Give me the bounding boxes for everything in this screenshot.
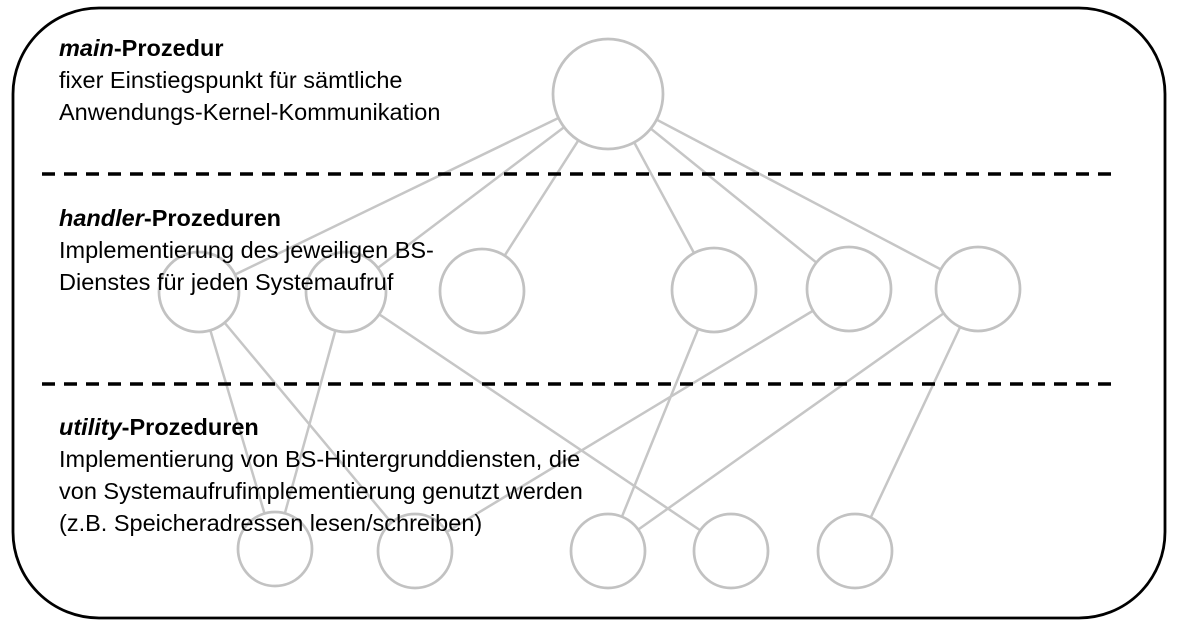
utility-procedure-node-u5 — [816, 512, 894, 590]
main-layer-title-rest: -Prozedur — [113, 35, 224, 61]
utility-layer-title-italic: utility — [59, 414, 122, 440]
main-layer-title: main-Prozedur — [59, 32, 440, 64]
call-edge-h5-u2 — [414, 287, 850, 553]
utility-procedure-node-u2 — [376, 512, 454, 590]
handler-layer-title-italic: handler — [59, 205, 144, 231]
handler-procedure-node-h5 — [805, 245, 893, 333]
call-edge-main-h1 — [198, 92, 609, 294]
handler-layer-title: handler-Prozeduren — [59, 202, 434, 234]
call-edge-main-h6 — [607, 92, 979, 291]
main-layer-label: main-Prozedur fixer Einstiegspunkt für s… — [59, 32, 440, 128]
handler-procedure-node-h2 — [304, 250, 388, 334]
utility-layer-desc-line3: (z.B. Speicheradressen lesen/schreiben) — [59, 510, 483, 536]
utility-layer-title-rest: -Prozeduren — [121, 414, 259, 440]
call-edge-h1-u1 — [197, 291, 277, 550]
utility-layer-title: utility-Prozeduren — [59, 411, 583, 443]
handler-procedure-node-h4 — [670, 246, 758, 334]
handler-layer-desc-line2: Dienstes für jeden Systemaufruf — [59, 269, 394, 295]
call-edge-h4-u3 — [606, 289, 716, 552]
call-edge-h6-u3 — [607, 287, 979, 553]
utility-procedure-node-u1 — [236, 510, 314, 588]
handler-layer-label: handler-Prozeduren Implementierung des j… — [59, 202, 434, 298]
call-edge-h6-u5 — [853, 288, 980, 552]
handler-procedure-node-h6 — [934, 245, 1022, 333]
handler-procedure-node-h1 — [157, 250, 241, 334]
handler-layer-title-rest: -Prozeduren — [143, 205, 281, 231]
call-edge-h1-u2 — [198, 291, 416, 552]
main-layer-desc-line1: fixer Einstiegspunkt für sämtliche — [59, 67, 403, 93]
utility-layer-desc-line1: Implementierung von BS-Hintergrunddienst… — [59, 446, 581, 472]
main-layer-title-italic: main — [59, 35, 114, 61]
main-layer-desc-line2: Anwendungs-Kernel-Kommunikation — [59, 99, 441, 125]
utility-procedure-node-u3 — [569, 512, 647, 590]
handler-layer-desc-line1: Implementierung des jeweiligen BS- — [59, 237, 434, 263]
handler-procedure-node-h3 — [438, 247, 526, 335]
utility-procedure-node-u4 — [692, 512, 770, 590]
kernel-outline-border — [11, 6, 1167, 620]
utility-layer-desc-line2: von Systemaufrufimplementierung genutzt … — [59, 478, 583, 504]
main-procedure-node-main — [551, 37, 665, 151]
utility-layer-label: utility-Prozeduren Implementierung von B… — [59, 411, 583, 539]
call-edge-h2-u1 — [273, 291, 348, 550]
